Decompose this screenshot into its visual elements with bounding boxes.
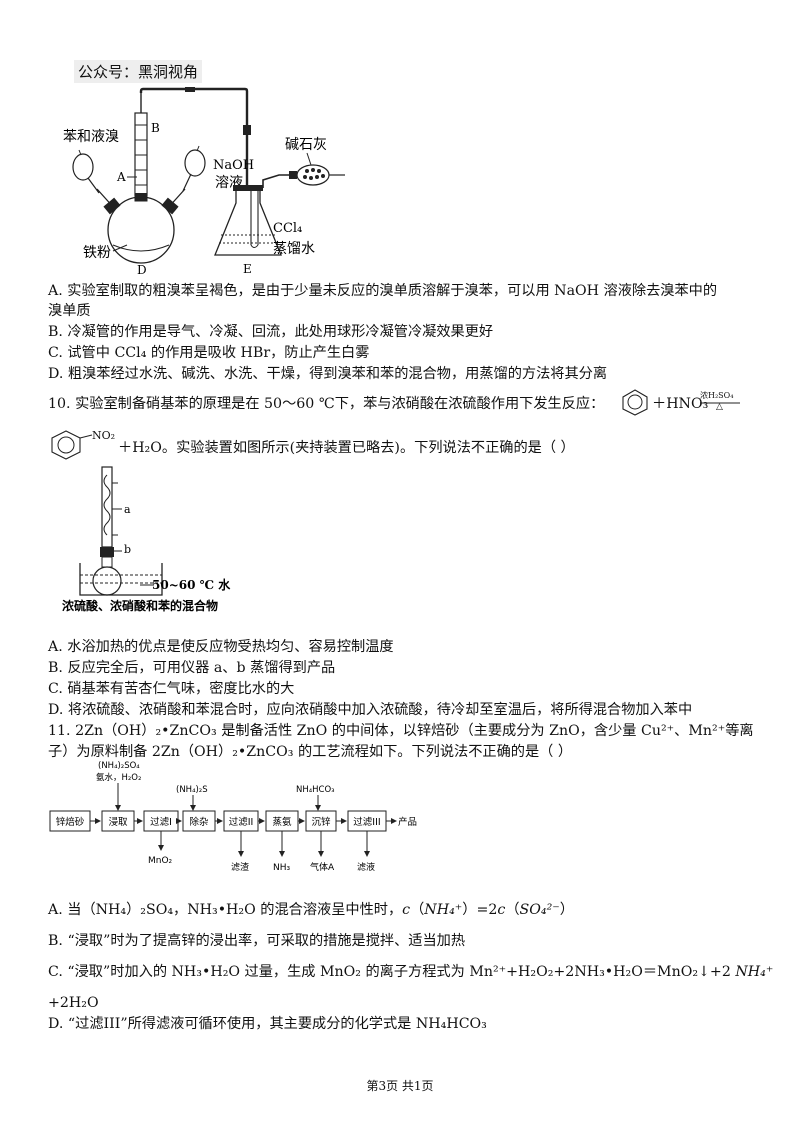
label-benzene-bromine: 苯和液溴 <box>63 128 119 145</box>
flow-product-label: 产品 <box>398 816 417 828</box>
flow-box-ammonia-steaming: 蒸氨 <box>272 816 292 828</box>
q11-option-a-c2: c <box>497 902 506 918</box>
flow-reagent-ammonium-bicarbonate: NH₄HCO₃ <box>296 785 335 795</box>
q11-option-c-text: C. “浸取”时加入的 NH₃•H₂O 过量，生成 MnO₂ 的离子方程式为 M… <box>48 964 731 980</box>
q10-option-b: B. 反应完全后，可用仪器 a、b 蒸馏得到产品 <box>48 660 336 676</box>
q11-option-a-end: ） <box>559 902 574 918</box>
benzene-ring-icon <box>622 389 648 416</box>
label-ccl4: CCl₄ <box>273 221 302 236</box>
flow-box-impurity-removal: 除杂 <box>189 816 209 828</box>
q10-reagent: ＋HNO₃ <box>652 396 709 412</box>
label-bath-temperature: 50~60 ℃ 水 <box>152 577 231 592</box>
nitrobenzene-apparatus-diagram: a b 50~60 ℃ 水 浓硫酸、浓硝酸和苯的混合物 <box>62 466 231 613</box>
q11-option-a-so4: SO₄²⁻ <box>519 902 560 918</box>
page-footer: 第3页 共1页 <box>366 1079 434 1093</box>
flow-box-filtration-3: 过滤III <box>353 816 380 828</box>
nitrobenzene-structure-icon <box>51 430 93 460</box>
flow-reagent-ammonium-sulfide: (NH₄)₂S <box>176 785 208 795</box>
q10-stem-line1: 10. 实验室制备硝基苯的原理是在 50～60 ℃下，苯与浓硝酸在浓硫酸作用下发… <box>48 396 605 412</box>
label-mixture-caption: 浓硫酸、浓硝酸和苯的混合物 <box>62 598 218 613</box>
q11-option-d: D. “过滤III”所得滤液可循环使用，其主要成分的化学式是 NH₄HCO₃ <box>48 1016 487 1032</box>
label-b-flask: b <box>124 543 131 556</box>
flow-box-filtration-2: 过滤II <box>229 816 254 828</box>
q11-option-a-mid: ）=2 <box>462 902 498 918</box>
flow-box-zinc-calcine: 锌焙砂 <box>56 816 85 828</box>
q11-option-a: A. 当（NH₄）₂SO₄，NH₃•H₂O 的混合溶液呈中性时，c（NH₄⁺）=… <box>48 902 574 918</box>
q9-option-a-line2: 溴单质 <box>48 303 91 319</box>
q11-stem-line2: 子）为原料制备 2Zn（OH）₂•ZnCO₃ 的工艺流程如下。下列说法不正确的是… <box>48 744 573 760</box>
label-a-condenser: a <box>124 503 131 516</box>
label-distilled-water: 蒸馏水 <box>273 241 315 257</box>
q9-option-a-line1: A. 实验室制取的粗溴苯呈褐色，是由于少量未反应的溴单质溶解于溴苯，可以用 Na… <box>48 283 718 299</box>
q9-option-d: D. 粗溴苯经过水洗、碱洗、水洗、干燥，得到溴苯和苯的混合物，用蒸馏的方法将其分… <box>48 366 608 382</box>
flow-output-mno2: MnO₂ <box>148 856 173 866</box>
q11-option-b: B. “浸取”时为了提高锌的浸出率，可采取的措施是搅拌、适当加热 <box>48 933 466 949</box>
q11-option-a-c1: c <box>402 902 411 918</box>
q11-option-c-nh4: NH₄⁺ <box>735 964 774 980</box>
q11-option-c-line1: C. “浸取”时加入的 NH₃•H₂O 过量，生成 MnO₂ 的离子方程式为 M… <box>48 962 773 982</box>
q9-option-b: B. 冷凝管的作用是导气、冷凝、回流，此处用球形冷凝管冷凝效果更好 <box>48 324 494 340</box>
label-b: B <box>151 121 160 135</box>
flow-reagent-ammonium-sulfate: (NH₄)₂SO₄ <box>98 761 140 771</box>
flow-box-zinc-precipitation: 沉锌 <box>311 816 331 828</box>
q9-option-c: C. 试管中 CCl₄ 的作用是吸收 HBr，防止产生白雾 <box>48 345 370 361</box>
label-naoh: NaOH <box>213 158 254 173</box>
q10-option-c: C. 硝基苯有苦杏仁气味，密度比水的大 <box>48 681 295 697</box>
q11-option-a-nh4: NH₄⁺ <box>424 902 463 918</box>
label-iron-powder: 铁粉 <box>83 245 111 261</box>
bromobenzene-apparatus-diagram: B A 苯和液溴 NaOH 溶液 铁粉 D 碱石灰 CCl₄ 蒸馏水 E <box>63 87 345 277</box>
label-a: A <box>116 170 126 184</box>
label-e: E <box>243 262 252 276</box>
label-d: D <box>137 263 147 277</box>
flow-box-filtration-1: 过滤I <box>150 816 172 828</box>
q11-stem-line1: 11. 2Zn（OH）₂•ZnCO₃ 是制备活性 ZnO 的中间体，以锌焙砂（主… <box>48 723 754 739</box>
flow-box-leaching: 浸取 <box>108 817 128 828</box>
q10-condition-bottom: △ <box>716 402 723 412</box>
process-flow-chart: (NH₄)₂SO₄ 氨水，H₂O₂ (NH₄)₂S NH₄HCO₃ 锌焙砂 浸取… <box>49 761 417 873</box>
flow-output-nh3: NH₃ <box>273 863 291 873</box>
q10-option-a: A. 水浴加热的优点是使反应物受热均匀、容易控制温度 <box>48 639 394 655</box>
nitro-group-label: NO₂ <box>92 429 116 442</box>
q11-option-a-prefix: A. 当（NH₄）₂SO₄，NH₃•H₂O 的混合溶液呈中性时， <box>48 902 403 918</box>
q10-option-d: D. 将浓硫酸、浓硝酸和苯混合时，应向浓硝酸中加入浓硫酸，待冷却至室温后，将所得… <box>48 702 693 718</box>
flow-reagent-ammonia-peroxide: 氨水，H₂O₂ <box>96 772 141 783</box>
q10-stem-line2: ＋H₂O。实验装置如图所示(夹持装置已略去)。下列说法不正确的是（ ） <box>118 440 575 456</box>
q10-condition-top: 浓H₂SO₄ <box>700 391 734 400</box>
q11-option-c-line2: +2H₂O <box>48 995 99 1011</box>
watermark-label: 公众号：黑洞视角 <box>74 60 203 83</box>
flow-output-residue: 滤渣 <box>231 861 249 873</box>
label-soda-lime: 碱石灰 <box>285 137 327 153</box>
reaction-arrow-icon <box>700 402 740 404</box>
flow-output-gas-a: 气体A <box>310 861 335 873</box>
flow-output-filtrate: 滤液 <box>357 861 375 873</box>
